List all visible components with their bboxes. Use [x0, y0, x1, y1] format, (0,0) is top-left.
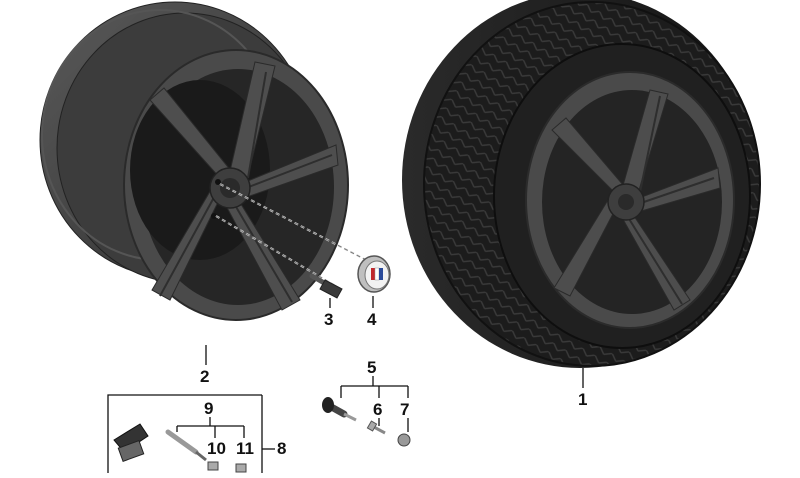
tpms-kit-illustration	[113, 423, 247, 473]
callout-7[interactable]: 7	[400, 400, 410, 419]
callout-9[interactable]: 9	[204, 399, 214, 418]
callout-10[interactable]: 10	[207, 439, 226, 458]
callout-11[interactable]: 11	[236, 439, 254, 458]
complete-wheel-illustration	[402, 0, 761, 368]
callout-6[interactable]: 6	[373, 400, 383, 419]
leader-lines	[107, 296, 584, 473]
callout-5[interactable]: 5	[367, 358, 377, 377]
callout-1[interactable]: 1	[578, 390, 588, 409]
wheel-bolt-illustration	[309, 273, 343, 299]
callout-3[interactable]: 3	[324, 310, 334, 329]
rim-illustration	[39, 1, 349, 321]
callout-8[interactable]: 8	[277, 439, 287, 458]
hub-cap-illustration	[357, 255, 391, 293]
callout-4[interactable]: 4	[367, 310, 377, 329]
valve-kit-illustration	[322, 397, 411, 447]
callout-2[interactable]: 2	[200, 367, 210, 386]
